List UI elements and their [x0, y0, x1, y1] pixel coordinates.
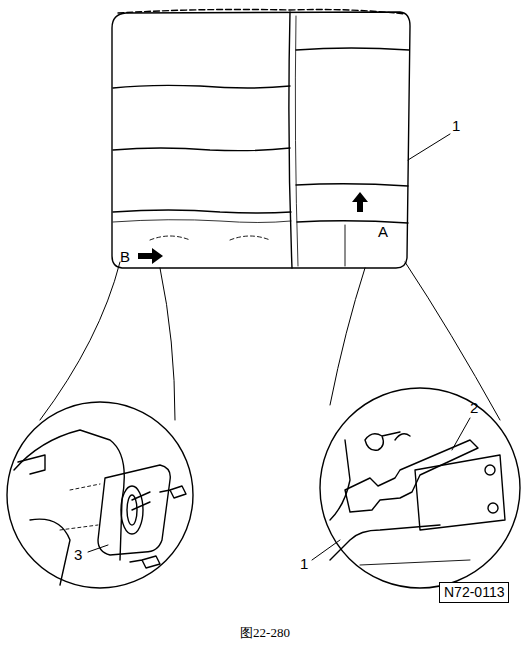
hook-clip — [18, 455, 45, 474]
detail-circle — [320, 388, 520, 588]
callout-number: 1 — [300, 556, 308, 571]
detail-funnel — [330, 262, 500, 420]
seam — [113, 85, 290, 88]
detail-circle — [7, 402, 193, 588]
bolt — [160, 486, 186, 498]
arrow-a — [352, 192, 368, 212]
callout-number: 1 — [452, 118, 460, 133]
leader-line — [452, 418, 470, 450]
bolt — [485, 465, 495, 475]
arrow-b — [138, 248, 163, 264]
mount-plate — [98, 465, 170, 555]
seam — [297, 221, 408, 223]
bracket-plate — [415, 455, 505, 530]
leader-line — [88, 545, 108, 552]
callout-number: 3 — [74, 547, 82, 562]
pin — [132, 492, 150, 510]
seam — [296, 48, 409, 50]
seam — [113, 220, 291, 223]
floor-line — [360, 560, 470, 565]
bolt — [130, 556, 160, 568]
seam — [113, 210, 291, 213]
hook-bracket — [345, 440, 478, 512]
seam — [295, 16, 298, 266]
seam — [113, 148, 290, 151]
callout-number: 2 — [470, 400, 478, 415]
seam — [289, 12, 292, 268]
figure-code-box: N72-0113 — [439, 582, 509, 603]
seam — [296, 184, 408, 186]
detail-funnel — [40, 262, 175, 420]
seam-dashed — [150, 236, 270, 240]
direction-letter: A — [378, 224, 388, 239]
seat-top-edge — [118, 9, 405, 14]
dash-guide — [60, 484, 100, 530]
direction-letter: B — [120, 249, 130, 264]
bolt-head — [365, 432, 410, 450]
figure-caption: 图22-280 — [240, 624, 290, 642]
leader-line — [408, 134, 450, 160]
seam — [345, 225, 346, 266]
leader-line — [312, 540, 340, 560]
figure-code: N72-0113 — [444, 585, 504, 600]
seat-back — [112, 12, 410, 268]
bolt — [488, 503, 498, 513]
seat-frame — [14, 430, 124, 585]
